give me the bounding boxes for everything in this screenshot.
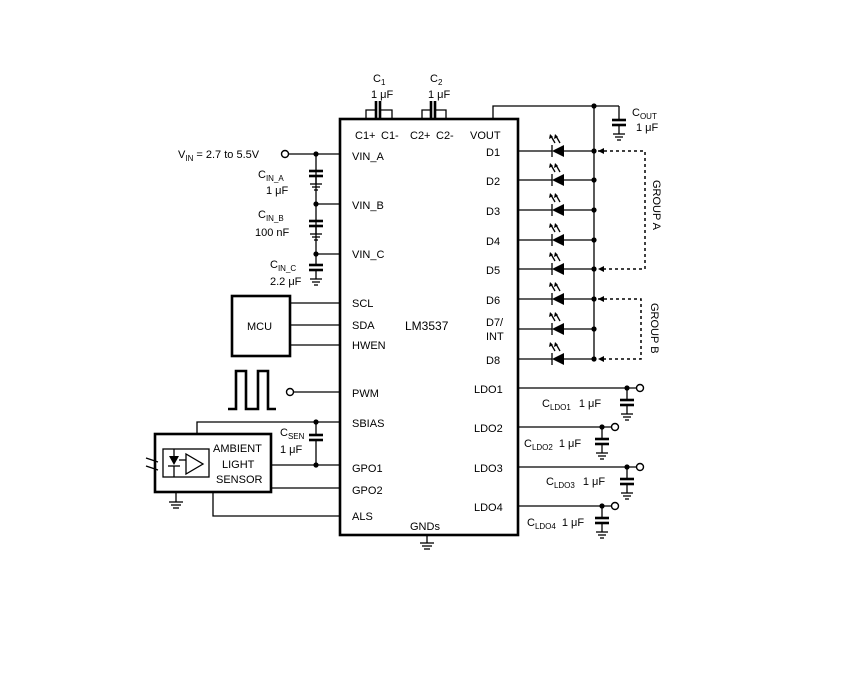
pin-d3: D3 — [486, 206, 500, 218]
pin-d2: D2 — [486, 176, 500, 188]
pin-d8: D8 — [486, 355, 500, 367]
cout-name: COUT — [632, 107, 657, 121]
ambient-line1: AMBIENT — [213, 443, 262, 455]
cin-a-capacitor — [309, 169, 323, 191]
mcu-block — [230, 294, 292, 358]
pin-ldo1: LDO1 — [474, 384, 503, 396]
pin-sbias: SBIAS — [352, 418, 384, 430]
group-a-label: GROUP A — [650, 180, 662, 231]
c2-capacitor — [421, 101, 447, 119]
cin-c-capacitor — [309, 251, 323, 286]
pin-vin-c: VIN_C — [352, 249, 384, 261]
cin-c-name: CIN_C — [270, 259, 296, 273]
c2-name: C2 — [430, 73, 443, 87]
pin-gnds: GNDs — [410, 521, 440, 533]
mcu-bus — [290, 302, 340, 346]
ambient-line3: SENSOR — [216, 474, 263, 486]
vin-label: VIN = 2.7 to 5.5V — [178, 149, 260, 163]
sensor-lines — [212, 462, 340, 517]
pin-c1-minus: C1- — [381, 130, 399, 142]
lm3537-chip-body — [338, 117, 520, 537]
led-d2 — [518, 163, 597, 186]
pin-gpo1: GPO1 — [352, 463, 383, 475]
pin-gpo2: GPO2 — [352, 485, 383, 497]
pin-vin-b: VIN_B — [352, 200, 384, 212]
pin-pwm: PWM — [352, 388, 379, 400]
ldo3-output — [518, 462, 645, 500]
c2-value: 1 μF — [428, 89, 451, 101]
pwm-input — [285, 387, 340, 397]
pin-d1: D1 — [486, 147, 500, 159]
ldo1-output — [518, 383, 645, 421]
pin-ldo4: LDO4 — [474, 502, 503, 514]
pin-ldo2: LDO2 — [474, 423, 503, 435]
pin-hwen: HWEN — [352, 340, 386, 352]
led-d7 — [518, 312, 597, 335]
cin-a-name: CIN_A — [258, 169, 284, 183]
csen-value: 1 μF — [280, 444, 303, 456]
group-b-label: GROUP B — [648, 303, 660, 354]
pin-int: INT — [486, 331, 504, 343]
pin-ldo3: LDO3 — [474, 463, 503, 475]
ldo2-output — [518, 422, 620, 460]
ambient-line2: LIGHT — [222, 459, 255, 471]
cin-a-value: 1 μF — [266, 185, 289, 197]
sbias-line — [196, 419, 340, 434]
pin-c2-minus: C2- — [436, 130, 454, 142]
photodiode-icon — [145, 448, 210, 478]
pin-d6: D6 — [486, 295, 500, 307]
cout-value: 1 μF — [636, 122, 659, 134]
led-d3 — [518, 193, 597, 216]
pin-vout: VOUT — [470, 130, 501, 142]
pin-c2-plus: C2+ — [410, 130, 431, 142]
group-b-bracket — [598, 296, 642, 362]
pin-c1-plus: C1+ — [355, 130, 376, 142]
cout-capacitor — [612, 106, 626, 141]
led-d1 — [518, 134, 597, 157]
cin-b-capacitor — [309, 219, 323, 241]
pin-d4: D4 — [486, 236, 500, 248]
pin-sda: SDA — [352, 320, 375, 332]
pin-scl: SCL — [352, 298, 373, 310]
cin-b-name: CIN_B — [258, 209, 284, 223]
csen-capacitor — [309, 433, 323, 465]
csen-name: CSEN — [280, 427, 305, 441]
pin-als: ALS — [352, 511, 373, 523]
cin-c-value: 2.2 μF — [270, 276, 302, 288]
sensor-ground — [169, 492, 183, 509]
vin-rail — [280, 149, 340, 255]
chip-ground — [420, 535, 434, 550]
pwm-waveform-icon — [228, 369, 276, 411]
pin-d5: D5 — [486, 265, 500, 277]
pin-d7: D7/ — [486, 317, 504, 329]
c1-capacitor — [365, 101, 393, 119]
chip-name: LM3537 — [405, 319, 449, 333]
vout-rail — [492, 103, 619, 359]
ldo4-output — [518, 501, 620, 539]
led-d4 — [518, 223, 597, 246]
led-d5 — [518, 252, 597, 275]
led-d8 — [518, 342, 597, 365]
pin-vin-a: VIN_A — [352, 151, 384, 163]
led-d6 — [518, 282, 597, 305]
led-array — [518, 134, 597, 365]
c1-value: 1 μF — [371, 89, 394, 101]
cin-b-value: 100 nF — [255, 227, 290, 239]
c1-name: C1 — [373, 73, 386, 87]
mcu-label: MCU — [247, 321, 272, 333]
group-a-bracket — [598, 148, 646, 272]
